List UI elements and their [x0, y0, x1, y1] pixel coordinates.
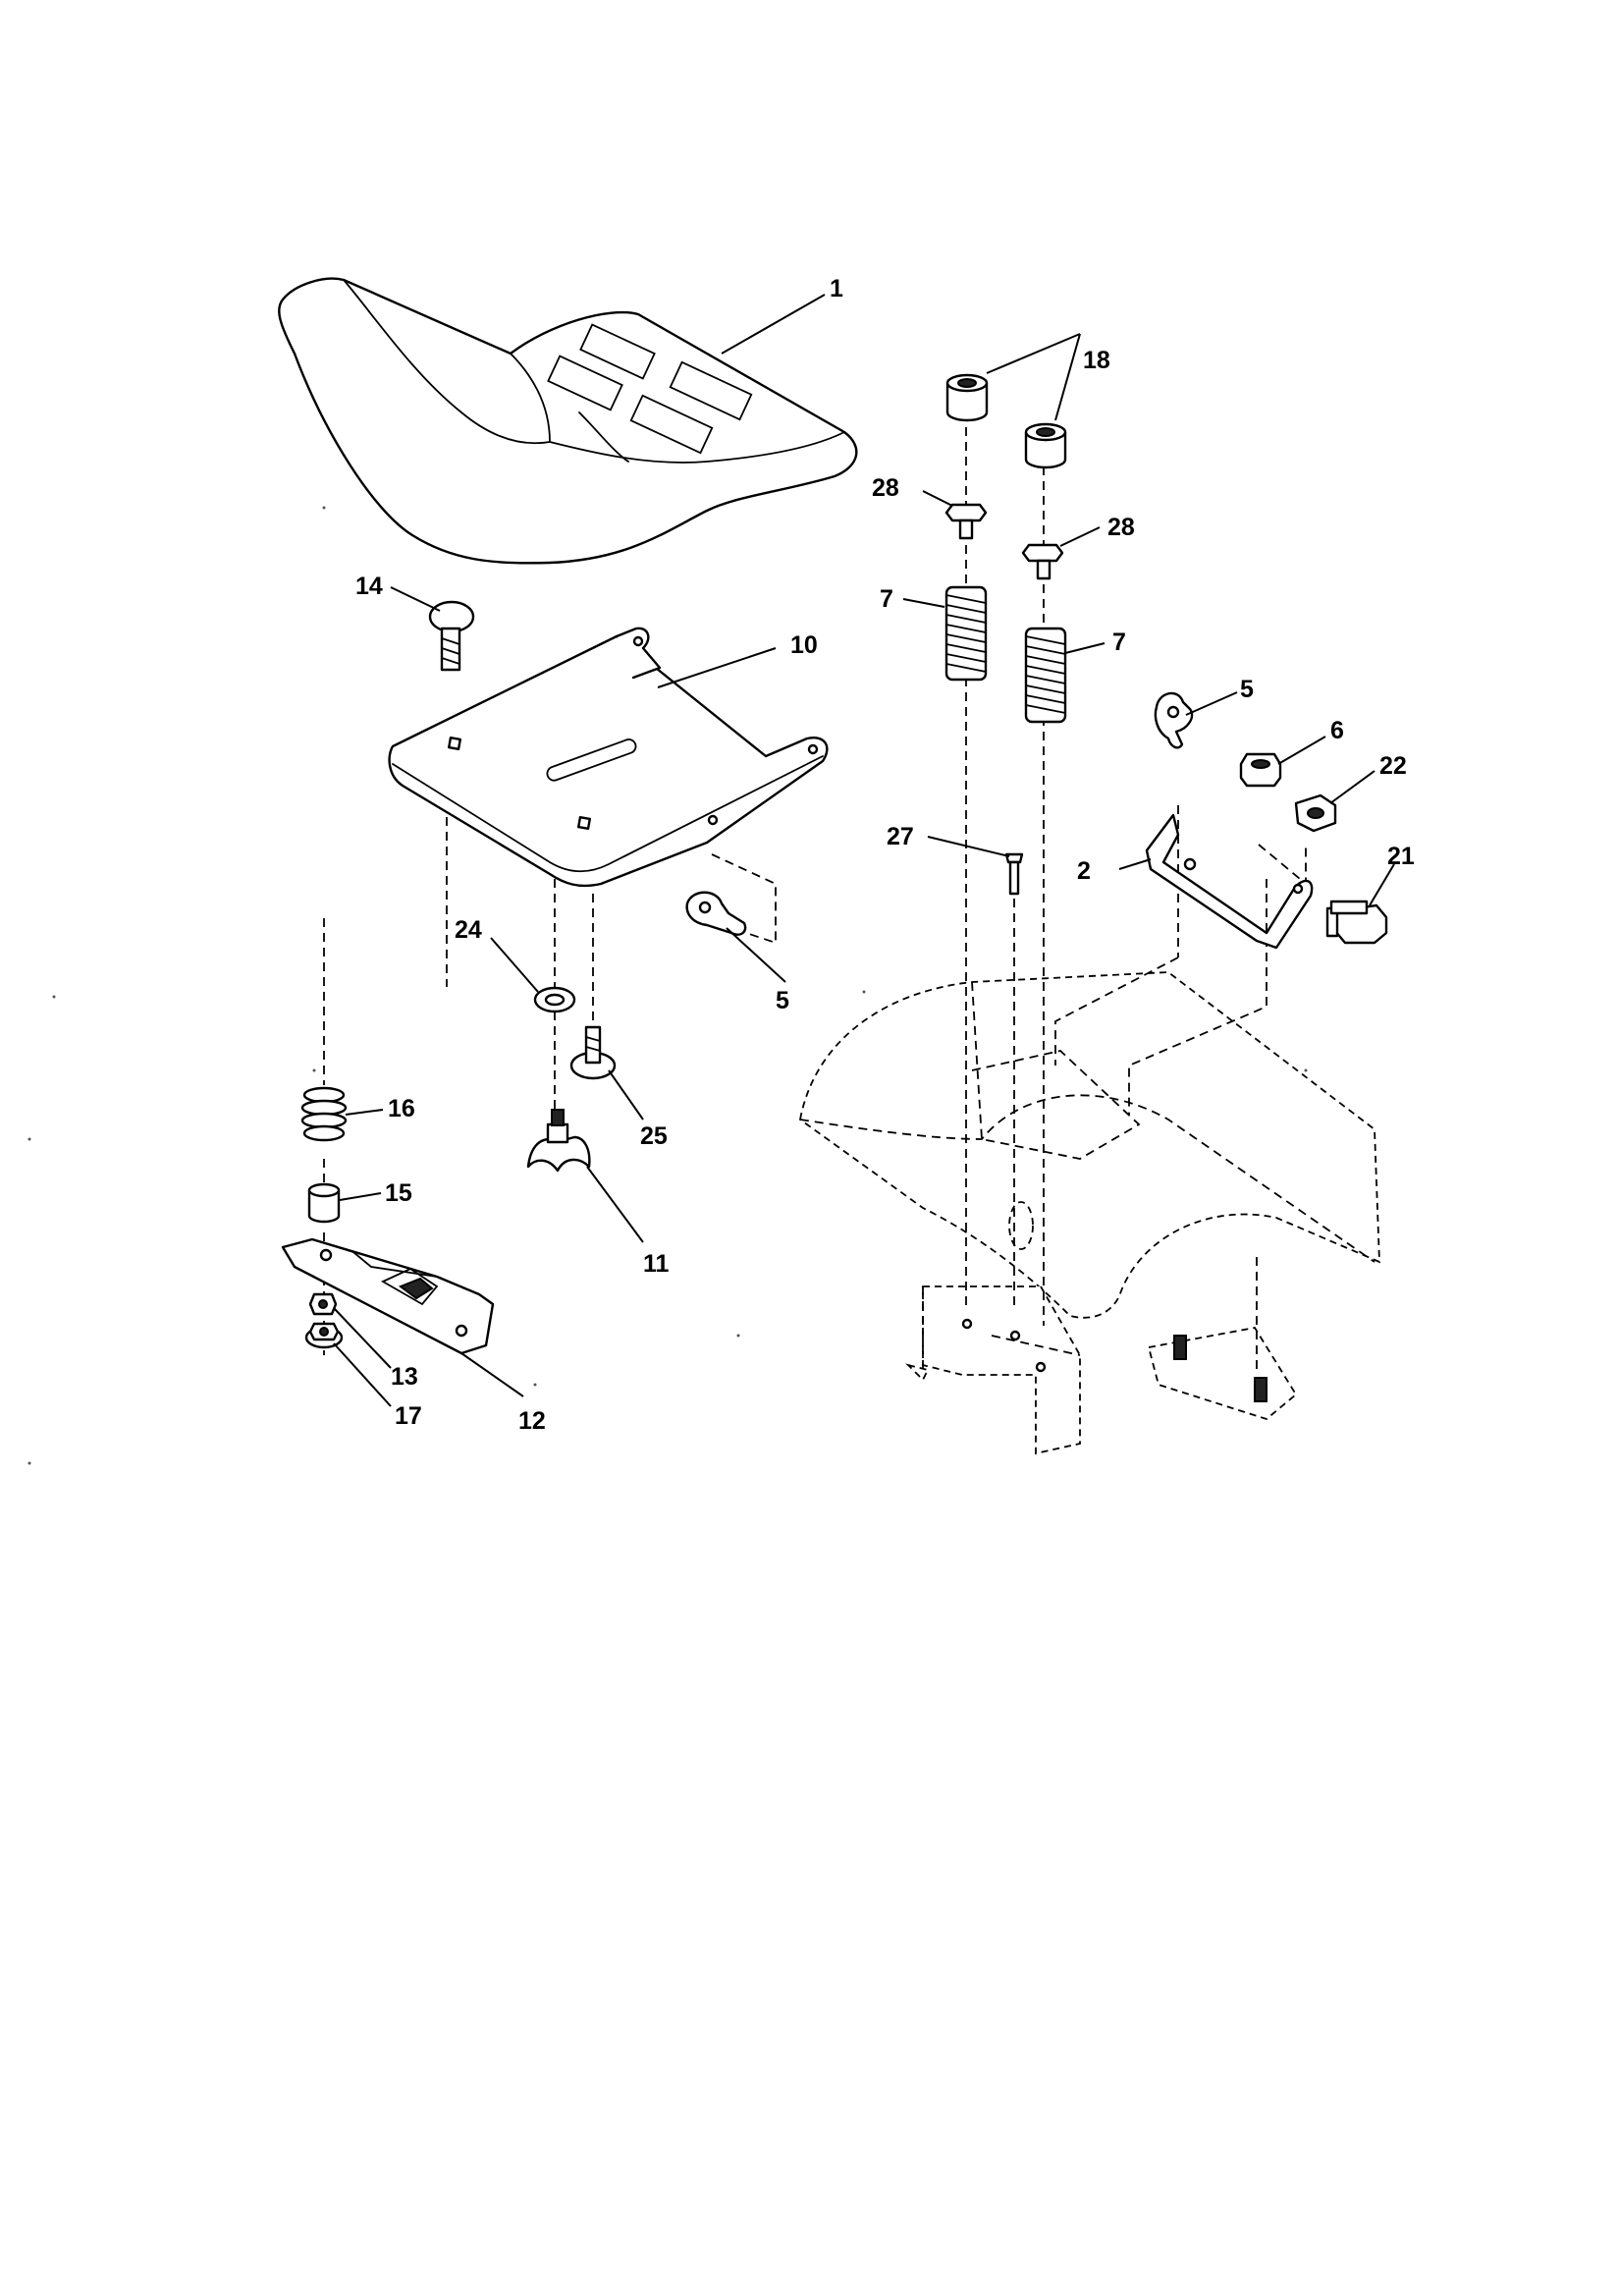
callout-10: 10: [790, 631, 818, 659]
flange-nut: [304, 1322, 344, 1349]
seat-switch-clip-top: [1154, 691, 1194, 749]
callout-7-right: 7: [1112, 629, 1126, 656]
callout-15: 15: [385, 1179, 412, 1207]
lock-nut: [1239, 752, 1282, 788]
callout-13: 13: [391, 1363, 418, 1391]
hex-nut: [1294, 793, 1337, 833]
callout-24: 24: [455, 916, 482, 944]
callout-28-right: 28: [1107, 514, 1135, 541]
shoulder-bolt: [569, 1025, 617, 1080]
callout-28-left: 28: [872, 474, 899, 502]
bushing: [307, 1182, 341, 1224]
callout-27: 27: [887, 823, 914, 850]
callout-labels: 1 18 28 28 7 7 5 6 22 27 2 21 5 14 10 24…: [355, 275, 1415, 1435]
callout-12: 12: [518, 1407, 546, 1435]
spacer-right: [1024, 422, 1067, 469]
adjustment-knob: [526, 1109, 591, 1173]
callout-5-top: 5: [1240, 676, 1254, 703]
spring-left: [944, 585, 988, 682]
callout-18: 18: [1083, 347, 1110, 374]
shoulder-screw-right: [1021, 543, 1064, 580]
callout-6: 6: [1330, 717, 1344, 744]
leader-lines: [333, 294, 1395, 1407]
seat: [278, 277, 858, 565]
screw: [1004, 852, 1024, 896]
seat-slide-plate: [281, 1237, 495, 1355]
spring-right: [1024, 627, 1067, 724]
seat-switch-clip-left: [685, 891, 747, 936]
callout-2: 2: [1077, 857, 1091, 885]
small-nut: [308, 1292, 338, 1316]
callout-16: 16: [388, 1095, 415, 1122]
callout-5-left: 5: [776, 987, 789, 1014]
frame-mount-bracket-left: [905, 1285, 1081, 1455]
callout-1: 1: [830, 275, 843, 302]
callout-22: 22: [1379, 752, 1407, 780]
hex-bolt: [1325, 900, 1388, 945]
seat-switch-bracket: [1145, 813, 1314, 950]
scan-specks: [27, 506, 1308, 1465]
tractor-fender-outline: [799, 971, 1380, 1319]
callout-14: 14: [355, 573, 383, 600]
carriage-bolt: [428, 600, 475, 672]
spacer-left: [945, 373, 989, 422]
callout-11: 11: [643, 1250, 670, 1278]
flat-washer: [533, 986, 576, 1013]
shoulder-screw-left: [944, 503, 988, 540]
compression-spring: [300, 1086, 348, 1142]
callout-25: 25: [640, 1122, 668, 1150]
seat-pan: [388, 627, 829, 888]
callout-21: 21: [1387, 843, 1415, 870]
frame-mount-plate-right: [1147, 1327, 1298, 1421]
callout-17: 17: [395, 1402, 422, 1430]
callout-7-left: 7: [880, 585, 893, 613]
